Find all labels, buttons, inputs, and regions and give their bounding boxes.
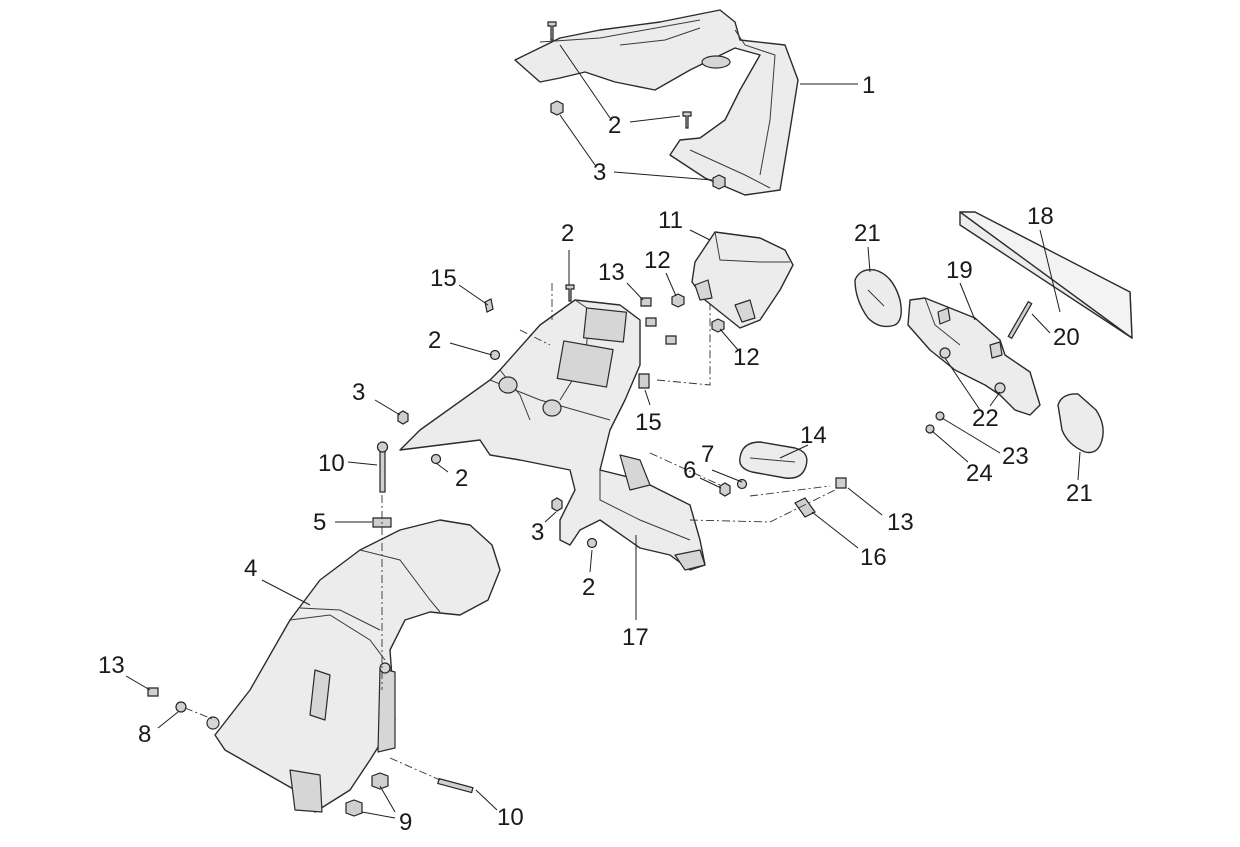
callout-12: 12 [733, 344, 760, 371]
callout-16: 16 [860, 544, 887, 571]
callout-23: 23 [1002, 443, 1029, 470]
rear-frame-bracket [399, 299, 706, 571]
callout-11: 11 [658, 207, 683, 234]
nut-icon [550, 100, 726, 190]
screw-icon [547, 21, 692, 129]
callout-1: 1 [862, 72, 875, 99]
callout-15: 15 [635, 409, 662, 436]
reflector-assembly [719, 441, 847, 518]
callout-8: 8 [138, 721, 151, 748]
plate-bracket [907, 297, 1041, 416]
callout-17: 17 [622, 624, 649, 651]
callout-4: 4 [244, 555, 257, 582]
callout-9: 9 [399, 809, 412, 836]
leaders-group-2 [374, 229, 739, 620]
callout-2: 2 [608, 112, 621, 139]
mudguard-hardware [147, 441, 474, 817]
callout-24: 24 [966, 460, 993, 487]
callout-3: 3 [352, 379, 365, 406]
callout-21: 21 [1066, 480, 1093, 507]
callout-18: 18 [1027, 203, 1054, 230]
callout-6: 6 [683, 457, 696, 484]
callout-13: 13 [98, 652, 125, 679]
callout-2: 2 [561, 220, 574, 247]
callout-13: 13 [887, 509, 914, 536]
frame-hardware [397, 284, 725, 549]
callout-21: 21 [854, 220, 881, 247]
leaders-group-1 [559, 44, 858, 181]
callout-3: 3 [593, 159, 606, 186]
callout-3: 3 [531, 519, 544, 546]
callout-13: 13 [598, 259, 625, 286]
callout-2: 2 [428, 327, 441, 354]
callout-15: 15 [430, 265, 457, 292]
callout-12: 12 [644, 247, 671, 274]
cover-plate [691, 231, 794, 329]
side-reflector-left [854, 269, 902, 328]
callout-14: 14 [800, 422, 827, 449]
license-plate [959, 211, 1133, 339]
callout-10: 10 [497, 804, 524, 831]
side-reflector-right [1057, 393, 1104, 454]
leaders-group-3 [125, 461, 498, 819]
callout-10: 10 [318, 450, 345, 477]
callout-19: 19 [946, 257, 973, 284]
callout-20: 20 [1053, 324, 1080, 351]
leaders-group-5 [867, 229, 1081, 481]
rear-mudguard [206, 519, 501, 813]
callout-22: 22 [972, 405, 999, 432]
callout-2: 2 [582, 574, 595, 601]
callout-2: 2 [455, 465, 468, 492]
leaders-group-4 [649, 444, 883, 549]
rear-tail-cover [514, 9, 799, 196]
callout-5: 5 [313, 509, 326, 536]
callout-7: 7 [701, 441, 714, 468]
